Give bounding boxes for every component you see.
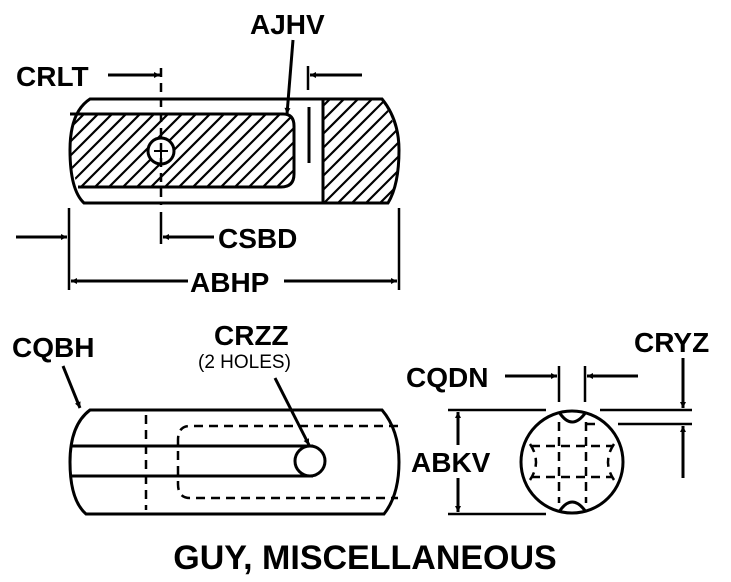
hatch-line bbox=[187, 114, 271, 187]
top-notch bbox=[557, 411, 588, 424]
top-view: CRLT AJHV CSBD ABHP bbox=[0, 9, 516, 298]
hatch-line bbox=[159, 114, 243, 187]
hatch-line bbox=[0, 110, 60, 192]
hatch-line bbox=[323, 99, 335, 203]
hidden-slot-outline bbox=[176, 424, 398, 500]
hatch-line bbox=[323, 99, 399, 203]
hatch-line bbox=[360, 99, 399, 203]
hatch-line bbox=[257, 114, 294, 187]
hatch-line bbox=[285, 114, 294, 187]
label-cqbh: CQBH bbox=[12, 332, 94, 363]
hatch-line bbox=[323, 99, 377, 203]
label-crlt: CRLT bbox=[16, 61, 89, 92]
side-view: CQBH CRZZ (2 HOLES) bbox=[12, 320, 401, 516]
cqbh-leader bbox=[61, 365, 82, 409]
hatch-line bbox=[388, 99, 399, 203]
end-view: CQDN CRYZ ABKV bbox=[406, 327, 709, 516]
label-crzz: CRZZ bbox=[214, 320, 289, 351]
hatch-line bbox=[207, 95, 320, 208]
hatch-line bbox=[346, 99, 399, 203]
hatch-line bbox=[229, 114, 294, 187]
crzz-leader bbox=[273, 377, 311, 446]
left-hatch-pattern bbox=[0, 110, 382, 192]
ajhv-leader bbox=[284, 39, 295, 115]
drawing-title: GUY, MISCELLANEOUS bbox=[173, 539, 556, 577]
hatch-line bbox=[323, 99, 349, 203]
label-abhp: ABHP bbox=[190, 267, 269, 298]
hatch-line bbox=[323, 99, 399, 203]
hatch-line bbox=[89, 114, 173, 187]
hatch-line bbox=[323, 99, 391, 203]
crzz-hole bbox=[293, 444, 327, 478]
label-ajhv: AJHV bbox=[250, 9, 325, 40]
end-view-circle bbox=[519, 409, 625, 515]
hatch-line bbox=[145, 114, 229, 187]
hatch-line bbox=[374, 99, 399, 203]
hatch-line bbox=[75, 114, 159, 187]
label-cqdn: CQDN bbox=[406, 362, 488, 393]
right-notch-hidden bbox=[606, 443, 616, 481]
label-csbd: CSBD bbox=[218, 223, 297, 254]
hatch-line bbox=[403, 95, 516, 208]
hatch-line bbox=[323, 99, 363, 203]
hatch-line bbox=[300, 110, 382, 192]
label-crzz-note: (2 HOLES) bbox=[198, 352, 291, 373]
hatch-line bbox=[323, 99, 399, 203]
top-view-outline bbox=[68, 97, 401, 205]
hatch-line bbox=[70, 114, 145, 187]
hatch-line bbox=[70, 114, 117, 187]
hatch-line bbox=[332, 99, 399, 203]
hatch-line bbox=[173, 114, 257, 187]
hatch-line bbox=[70, 114, 75, 187]
right-hatch-pattern bbox=[207, 95, 516, 208]
hatch-line bbox=[70, 114, 131, 187]
hatch-line bbox=[70, 114, 89, 187]
bottom-notch bbox=[557, 500, 588, 513]
hatch-line bbox=[271, 114, 294, 187]
label-cryz: CRYZ bbox=[634, 327, 709, 358]
hatch-line bbox=[103, 114, 187, 187]
left-notch-hidden bbox=[528, 443, 538, 481]
label-abkv: ABKV bbox=[411, 447, 491, 478]
hatch-line bbox=[243, 114, 294, 187]
hatch-line bbox=[215, 114, 294, 187]
hatch-line bbox=[201, 114, 285, 187]
left-hatched-section bbox=[70, 112, 296, 189]
hatch-line bbox=[70, 114, 103, 187]
